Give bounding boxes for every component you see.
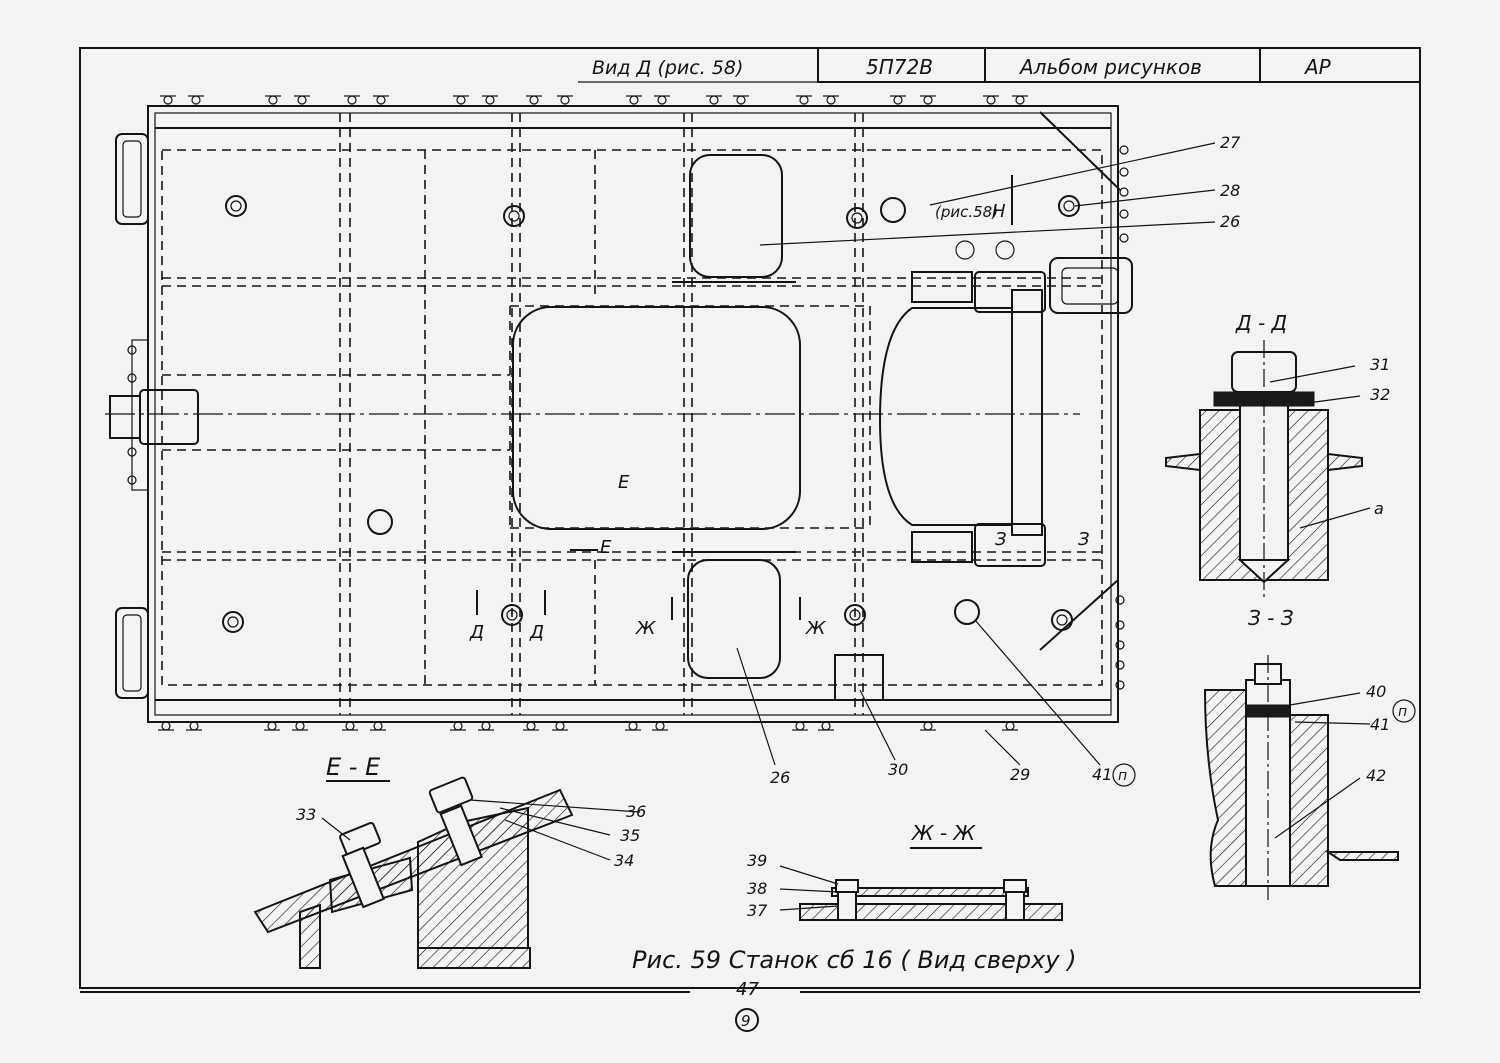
view-reference: Вид Д (рис. 58) [592, 57, 743, 79]
sheet-mark-circle [735, 1008, 759, 1032]
page-number: 47 [736, 979, 759, 1000]
callout-26-bottom: 26 [770, 768, 790, 787]
callout-34: 34 [614, 851, 634, 870]
callout-28: 28 [1220, 181, 1240, 200]
section-z-right-mark: З [1078, 529, 1090, 550]
section-e-upper-mark: Е [618, 472, 630, 493]
section-zz-title: З - З [1248, 606, 1294, 630]
plan-view: (рис.58) Н Е Е Д Д Ж Ж З З [105, 95, 1241, 787]
callout-31: 31 [1370, 355, 1390, 374]
callout-33: 33 [296, 805, 316, 824]
callout-42: 42 [1366, 766, 1386, 785]
callout-37: 37 [747, 901, 768, 920]
callout-41: 41 [1092, 765, 1112, 784]
section-d-right-mark: Д [529, 622, 544, 643]
drawing-frame [79, 47, 1421, 989]
callout-29: 29 [1010, 765, 1030, 784]
album-title: Альбом рисунков [1018, 55, 1202, 79]
machine-code: 5П72В [866, 55, 933, 79]
series-code: АР [1303, 55, 1332, 79]
callout-40: 40 [1366, 682, 1386, 701]
sheet-mark: 9 [741, 1012, 751, 1030]
callout-41-circle [1112, 763, 1136, 787]
callout-39: 39 [747, 851, 767, 870]
callout-41-mark: п [1118, 768, 1127, 784]
callout-30: 30 [888, 760, 908, 779]
section-z-left-mark: З [995, 529, 1007, 550]
trunnion-bracket [878, 307, 1013, 526]
callout-a: а [1374, 499, 1384, 518]
callout-38: 38 [747, 879, 767, 898]
fig-ref-mark: (рис.58) [935, 203, 998, 221]
section-d-left-mark: Д [469, 622, 484, 643]
left-handle-bottom [115, 607, 149, 699]
callout-36: 36 [626, 802, 646, 821]
callout-27: 27 [1220, 133, 1241, 152]
section-zh-left-mark: Ж [635, 618, 656, 639]
plate-30 [834, 654, 884, 701]
callout-41-zz: 41 [1370, 715, 1390, 734]
figure-caption: Рис. 59 Станок сб 16 ( Вид сверху ) [632, 946, 1076, 974]
section-ee: Е - Е 33 36 35 34 [253, 753, 646, 969]
edge-bolts [127, 95, 1129, 731]
section-zh-right-mark: Ж [805, 618, 826, 639]
center-hatch [512, 306, 801, 530]
section-e-lower-mark: Е [600, 537, 612, 558]
section-zhzh-title: Ж - Ж [910, 821, 976, 845]
callout-40-circle [1392, 699, 1416, 723]
callout-32: 32 [1370, 385, 1390, 404]
left-handle-top [115, 133, 149, 225]
section-dd-title: Д - Д [1235, 311, 1287, 335]
callout-40-mark: п [1398, 704, 1407, 720]
title-block: Вид Д (рис. 58) 5П72В Альбом рисунков АР [578, 47, 1421, 83]
section-dd: Д - Д 31 32 а [1165, 311, 1390, 600]
section-zhzh: Ж - Ж 39 38 37 [747, 821, 1063, 921]
top-hatch [689, 154, 783, 278]
callout-26-top: 26 [1220, 212, 1240, 231]
bottom-hatch [687, 559, 781, 679]
section-zz: З - З 40 п 41 42 [1203, 606, 1416, 900]
section-ee-title: Е - Е [326, 753, 381, 781]
view-n-mark: Н [992, 201, 1006, 222]
ports [222, 195, 1080, 633]
callout-35: 35 [620, 826, 640, 845]
